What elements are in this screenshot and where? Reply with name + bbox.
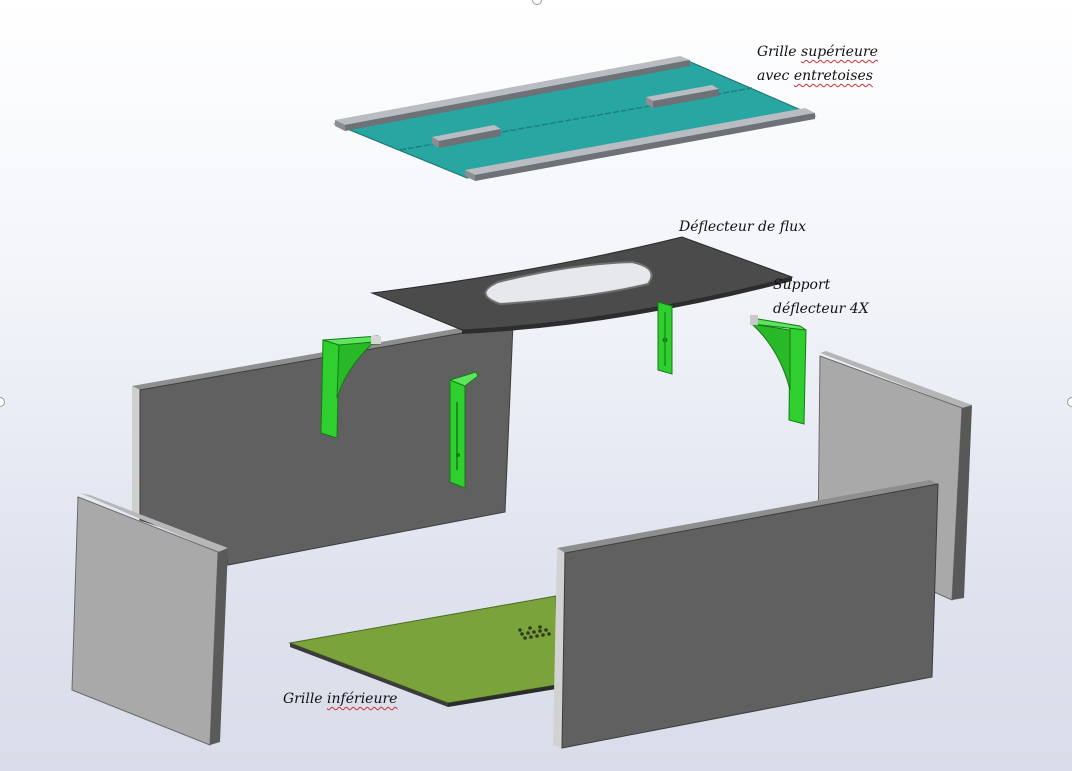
top-grid-assembly [333, 56, 817, 181]
label-top-grid-word2: supérieure [801, 44, 878, 60]
label-bottom-grid-word2: inférieure [327, 691, 398, 707]
spacer-bar-left [432, 125, 501, 148]
front-wall-face [561, 483, 939, 749]
deflector-support-2 [448, 371, 479, 489]
deflector-opening [484, 260, 653, 306]
label-support-line1: Support [773, 277, 831, 293]
deflector-support-3 [657, 301, 673, 375]
label-bottom-grid-word1: Grille [283, 691, 323, 707]
deflector-support-1 [320, 335, 381, 439]
front-wall-panel [553, 480, 939, 749]
deflector-support-4 [750, 315, 807, 425]
label-top-grid-word3: avec [757, 68, 790, 84]
resize-handle-right[interactable] [1067, 397, 1072, 407]
flow-deflector-plate [370, 236, 794, 334]
bottom-grid-plate [288, 595, 557, 707]
top-rail-front [465, 108, 815, 181]
spacer-bar-right [646, 85, 719, 108]
top-rail-back [335, 56, 690, 131]
label-bottom-grid: Grille inférieure [283, 687, 397, 711]
label-top-grid-word4: entretoises [793, 68, 873, 84]
label-deflector-text: Déflecteur de flux [679, 219, 806, 235]
bottom-grid-hole-pattern [518, 625, 551, 640]
left-end-panel [71, 493, 228, 746]
label-support: Support déflecteur 4X [773, 273, 869, 321]
label-top-grid: Grille supérieure avec entretoises [757, 40, 878, 88]
label-deflector: Déflecteur de flux [679, 215, 806, 239]
label-top-grid-word1: Grille [757, 44, 797, 60]
label-support-line2: déflecteur 4X [773, 301, 869, 317]
